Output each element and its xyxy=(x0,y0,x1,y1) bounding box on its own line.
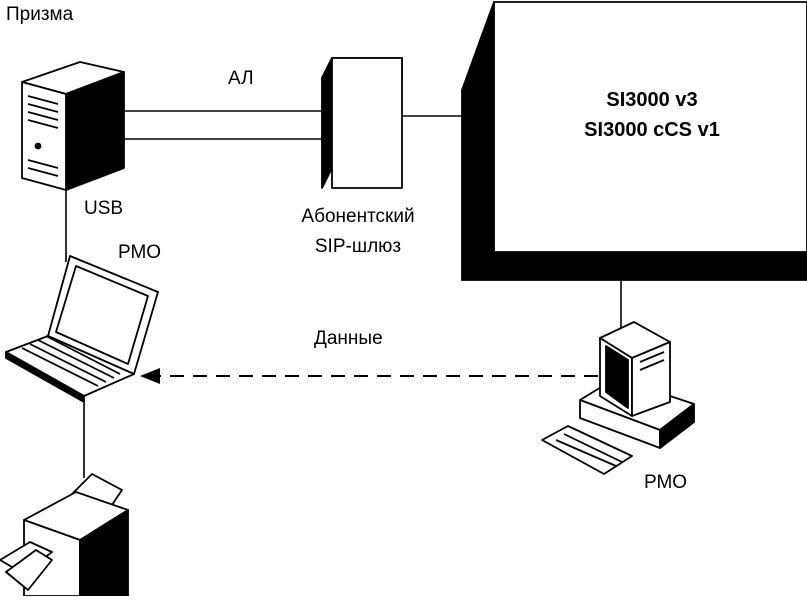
server-tower-icon xyxy=(21,61,125,191)
connections xyxy=(65,110,622,478)
gateway-label-line2: SIP-шлюз xyxy=(315,236,401,257)
rmo-left-label: РМО xyxy=(118,242,161,263)
al-label: АЛ xyxy=(228,68,254,89)
laptop-icon xyxy=(5,255,159,403)
data-label: Данные xyxy=(314,328,383,349)
printer-icon xyxy=(0,473,129,597)
prizma-label: Призма xyxy=(6,4,74,25)
switch-label-line1: SI3000 v3 xyxy=(606,89,697,111)
switch-label-line2: SI3000 cCS v1 xyxy=(584,119,720,141)
sip-gateway-icon xyxy=(321,57,403,189)
data-arrow-head xyxy=(140,368,160,384)
usb-label: USB xyxy=(84,198,123,219)
desktop-pc-icon xyxy=(541,321,695,475)
rmo-right-label: РМО xyxy=(644,472,687,493)
switch-box-icon xyxy=(461,1,807,281)
gateway-label-line1: Абонентский xyxy=(301,206,414,227)
